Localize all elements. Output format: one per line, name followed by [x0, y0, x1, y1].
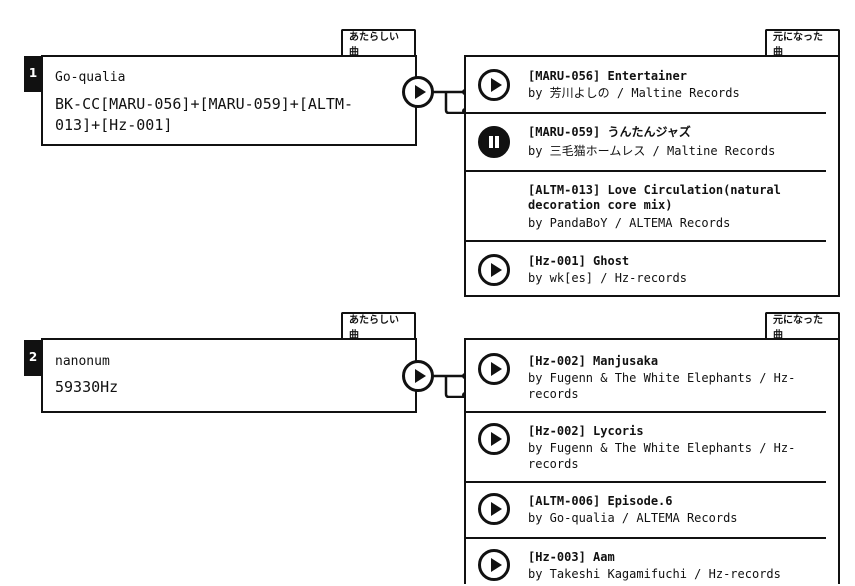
remix-index-badge: 2 [24, 340, 42, 376]
play-icon[interactable] [402, 76, 434, 108]
remix-artist[interactable]: Go-qualia [55, 70, 126, 85]
remix-title: BK-CC[MARU-056]+[MARU-059]+[ALTM- 013]+[… [55, 95, 354, 134]
list-item[interactable]: [Hz-002] Lycoris by Fugenn & The White E… [466, 413, 826, 483]
remix-index: 2 [28, 350, 38, 364]
play-icon[interactable] [478, 254, 510, 286]
source-title: [MARU-059] うんたんジャズ [528, 125, 691, 139]
source-title: [MARU-056] Entertainer [528, 69, 687, 83]
new-song-label: あたらしい曲 [341, 29, 416, 58]
remix-title: 59330Hz [55, 378, 119, 396]
divider [466, 411, 826, 413]
source-songs-label: 元になった曲 [765, 312, 840, 341]
list-item[interactable]: [ALTM-013] Love Circulation(natural deco… [466, 172, 826, 242]
source-by: by wk[es] / Hz-records [528, 271, 687, 285]
source-songs-label: 元になった曲 [765, 29, 840, 58]
divider [466, 112, 826, 114]
divider [466, 170, 826, 172]
divider [466, 240, 826, 242]
remix-artist[interactable]: nanonum [55, 354, 110, 369]
pause-icon[interactable] [478, 126, 510, 158]
source-songs-label-text: 元になった曲 [773, 315, 823, 341]
source-by: by Fugenn & The White Elephants / Hz-rec… [528, 371, 796, 401]
remix-index-badge: 1 [24, 56, 42, 92]
source-by: by 三毛猫ホームレス / Maltine Records [528, 144, 776, 158]
list-item[interactable]: [Hz-001] Ghost by wk[es] / Hz-records [466, 242, 826, 297]
play-icon[interactable] [478, 69, 510, 101]
new-song-label-text: あたらしい曲 [349, 32, 399, 58]
remix-card[interactable]: nanonum 59330Hz [41, 338, 417, 413]
source-by: by PandaBoY / ALTEMA Records [528, 216, 731, 230]
source-by: by 芳川よしの / Maltine Records [528, 86, 740, 100]
source-by: by Go-qualia / ALTEMA Records [528, 511, 738, 525]
list-item[interactable]: [MARU-056] Entertainer by 芳川よしの / Maltin… [466, 57, 826, 113]
source-by: by Fugenn & The White Elephants / Hz-rec… [528, 441, 796, 471]
source-by: by Takeshi Kagamifuchi / Hz-records [528, 567, 781, 581]
list-item[interactable]: [ALTM-006] Episode.6 by Go-qualia / ALTE… [466, 483, 826, 538]
play-icon[interactable] [478, 353, 510, 385]
new-song-label: あたらしい曲 [341, 312, 416, 341]
play-icon[interactable] [402, 360, 434, 392]
source-title: [ALTM-013] Love Circulation(natural deco… [528, 183, 781, 212]
source-song-list: [MARU-056] Entertainer by 芳川よしの / Maltin… [464, 55, 840, 297]
list-item[interactable]: [MARU-059] うんたんジャズ by 三毛猫ホームレス / Maltine… [466, 114, 826, 170]
source-title: [Hz-001] Ghost [528, 254, 630, 268]
new-song-label-text: あたらしい曲 [349, 315, 399, 341]
source-title: [Hz-003] Aam [528, 550, 615, 564]
connector-lines [432, 373, 468, 398]
source-title: [Hz-002] Lycoris [528, 424, 644, 438]
remix-index: 1 [28, 66, 38, 80]
source-songs-label-text: 元になった曲 [773, 32, 823, 58]
source-title: [Hz-002] Manjusaka [528, 354, 659, 368]
play-icon[interactable] [478, 423, 510, 455]
source-title: [ALTM-006] Episode.6 [528, 494, 673, 508]
connector-lines [432, 89, 468, 114]
divider [466, 481, 826, 483]
remix-card[interactable]: Go-qualia BK-CC[MARU-056]+[MARU-059]+[AL… [41, 55, 417, 146]
source-song-list: [Hz-002] Manjusaka by Fugenn & The White… [464, 338, 840, 584]
list-item[interactable]: [Hz-003] Aam by Takeshi Kagamifuchi / Hz… [466, 539, 826, 586]
play-icon[interactable] [478, 549, 510, 581]
play-icon[interactable] [478, 493, 510, 525]
divider [466, 537, 826, 539]
list-item[interactable]: [Hz-002] Manjusaka by Fugenn & The White… [466, 340, 826, 412]
